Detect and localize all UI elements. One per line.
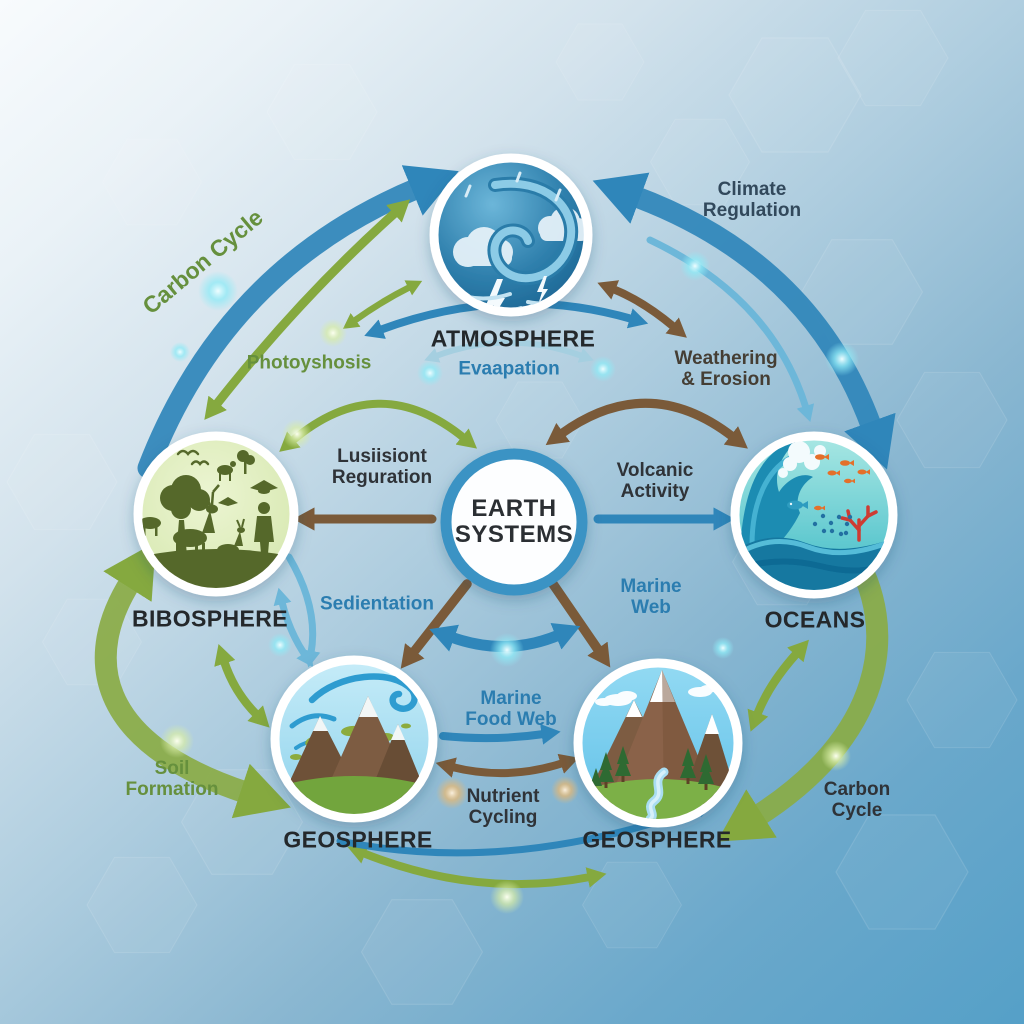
carbon-cycle-arrow-bottom-right bbox=[716, 538, 889, 842]
marine-food-web-label: Marine Food Web bbox=[465, 688, 557, 731]
oceans-label: OCEANS bbox=[764, 606, 866, 633]
biosphere-geosphere-green-arrow bbox=[214, 644, 270, 728]
oceans-node bbox=[730, 431, 898, 599]
biosphere-label: BIBOSPHERE bbox=[131, 605, 289, 632]
geosphere-bottom-green-arrow bbox=[347, 844, 607, 889]
photosynthesis-label: Photoyshosis bbox=[246, 352, 372, 374]
volcanic-activity-label: Volcanic Activity bbox=[616, 460, 694, 503]
soil-formation-arrow bbox=[94, 541, 291, 819]
geosphere-right-label: GEOSPHERE bbox=[582, 826, 732, 853]
earth-systems-title: EARTH SYSTEMS bbox=[455, 496, 573, 548]
geosphere-left-node bbox=[270, 655, 438, 823]
biosphere-center-arch-arrow bbox=[279, 399, 478, 452]
nutrient-regulation-line2: Reguration bbox=[331, 467, 433, 488]
nutrient-regulation-line1: Lusiisiont bbox=[337, 446, 427, 468]
volcanic-activity-line1: Volcanic bbox=[616, 460, 694, 482]
weathering-arch-arrow bbox=[545, 398, 748, 449]
weathering-erosion-label: Weathering & Erosion bbox=[674, 348, 778, 391]
center-geosphere-left-arrow bbox=[400, 579, 472, 669]
soil-formation-line2: Formation bbox=[125, 779, 219, 800]
carbon-cycle-bottom-line1: Carbon bbox=[823, 779, 891, 801]
marine-web-line2: Web bbox=[631, 597, 671, 618]
nutrient-regulation-label: Lusiisiont Reguration bbox=[331, 446, 433, 489]
soil-formation-line1: Soil bbox=[154, 758, 190, 780]
nutrient-cycling-arrow bbox=[435, 753, 579, 778]
atmosphere-label: ATMOSPHERE bbox=[430, 325, 596, 352]
biosphere-node bbox=[133, 431, 299, 597]
climate-regulation-line2: Regulation bbox=[702, 200, 802, 221]
plankton-dots bbox=[812, 513, 853, 537]
climate-regulation-label: Climate Regulation bbox=[702, 179, 802, 222]
climate-regulation-arrow bbox=[592, 172, 896, 470]
center-geosphere-right-arrow bbox=[548, 579, 611, 668]
marine-web-label: Marine Web bbox=[620, 576, 682, 619]
earth-systems-hub bbox=[440, 448, 588, 596]
nutrient-cycling-line1: Nutrient bbox=[466, 786, 540, 808]
volcanic-activity-line2: Activity bbox=[620, 481, 690, 502]
weathering-small-arrow bbox=[597, 280, 687, 338]
geosphere-right-node bbox=[573, 658, 743, 828]
nutrient-cycling-label: Nutrient Cycling bbox=[466, 786, 540, 829]
glow-dots bbox=[160, 251, 859, 914]
photosynthesis-arrow-small bbox=[342, 280, 423, 329]
blue-fish-icon bbox=[787, 500, 808, 510]
carbon-cycle-bottom-label: Carbon Cycle bbox=[823, 779, 891, 822]
earth-systems-title-line1: EARTH bbox=[471, 495, 557, 523]
fish-icons bbox=[814, 454, 870, 511]
ocean-downwelling-arrow bbox=[646, 236, 815, 423]
marine-food-web-line2: Food Web bbox=[465, 709, 557, 730]
oceans-geosphere-green-arrow bbox=[747, 639, 809, 732]
atmosphere-node bbox=[429, 153, 593, 317]
evaporation-label: Evaapation bbox=[458, 358, 560, 380]
weathering-erosion-line2: & Erosion bbox=[681, 369, 771, 390]
marine-food-web-line1: Marine bbox=[480, 688, 542, 710]
photosynthesis-arrow bbox=[204, 199, 411, 420]
weathering-erosion-line1: Weathering bbox=[674, 348, 778, 370]
earth-systems-title-line2: SYSTEMS bbox=[454, 521, 574, 548]
nutrient-cycling-line2: Cycling bbox=[468, 807, 538, 828]
evaporation-arrow bbox=[424, 339, 594, 363]
pine-trees bbox=[590, 746, 714, 790]
sedimentation-double-arrow bbox=[273, 587, 314, 668]
climate-regulation-line1: Climate bbox=[717, 179, 787, 201]
soil-formation-label: Soil Formation bbox=[125, 758, 219, 801]
marine-web-line1: Marine bbox=[620, 576, 682, 598]
carbon-cycle-bottom-line2: Cycle bbox=[831, 800, 883, 821]
marine-food-web-arrow bbox=[439, 724, 561, 745]
geosphere-left-label: GEOSPHERE bbox=[283, 826, 433, 853]
sedimentation-label: Sedientation bbox=[319, 593, 435, 615]
ocean-wave-icon bbox=[739, 441, 889, 590]
